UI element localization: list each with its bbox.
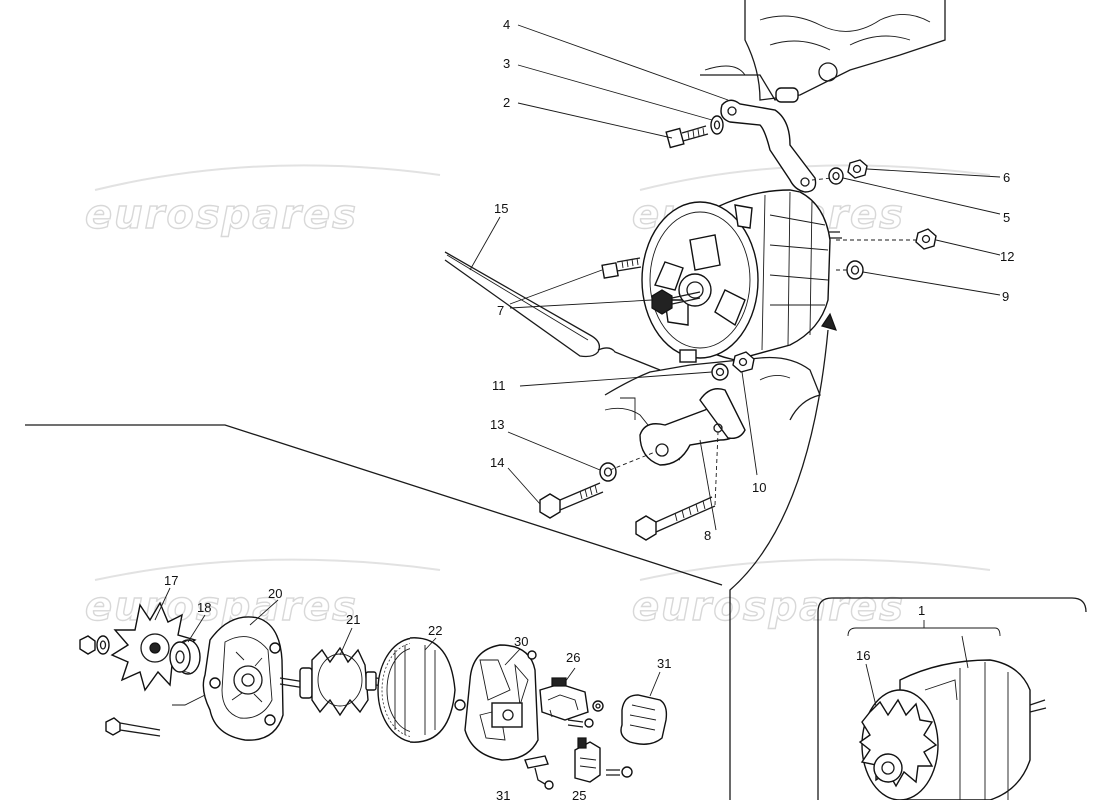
watermark-group: eurospares eurospares eurospares eurospa… bbox=[84, 164, 991, 631]
cover-part-31 bbox=[620, 694, 668, 745]
washer-part-5 bbox=[828, 167, 844, 185]
small-screws bbox=[592, 700, 633, 778]
callout-8: 8 bbox=[704, 528, 711, 543]
brush-holder-part-25 bbox=[574, 737, 601, 783]
clip-part-21-bottom bbox=[524, 755, 554, 790]
housing-part-20 bbox=[202, 616, 284, 741]
assembly-arrow bbox=[25, 312, 837, 800]
callout-9: 9 bbox=[1002, 289, 1009, 304]
washer-part-3 bbox=[710, 115, 724, 135]
leader-lines-upper bbox=[469, 24, 1001, 531]
callout-11: 11 bbox=[492, 378, 506, 393]
callout-21: 21 bbox=[346, 612, 360, 627]
callout-7: 7 bbox=[497, 303, 504, 318]
nut-part-6 bbox=[847, 159, 868, 179]
callout-3: 3 bbox=[503, 56, 510, 71]
stator-part-22 bbox=[377, 637, 456, 743]
callout-18: 18 bbox=[197, 600, 211, 615]
watermark-top-left: eurospares bbox=[85, 192, 358, 238]
bolt-part-8 bbox=[635, 496, 716, 541]
regulator-part-26 bbox=[539, 677, 594, 728]
fan-part-17 bbox=[110, 601, 197, 692]
nut-part-10 bbox=[732, 351, 755, 373]
callout-31: 31 bbox=[657, 656, 671, 671]
long-through-bolt bbox=[105, 694, 206, 737]
alternator-main bbox=[641, 189, 842, 363]
callout-2: 2 bbox=[503, 95, 510, 110]
callout-12: 12 bbox=[1000, 249, 1014, 264]
callout-22: 22 bbox=[428, 623, 442, 638]
bracket-part-4 bbox=[720, 99, 817, 193]
washer-part-13 bbox=[599, 462, 617, 482]
callout-13: 13 bbox=[490, 417, 504, 432]
callout-25: 25 bbox=[572, 788, 586, 800]
callout-6: 6 bbox=[1003, 170, 1010, 185]
callout-16: 16 bbox=[856, 648, 870, 663]
callout-1: 1 bbox=[918, 603, 925, 618]
rotor-part-21 bbox=[279, 646, 385, 717]
callout-labels: 1 2 3 4 5 6 7 8 9 10 11 12 13 14 15 16 1… bbox=[164, 17, 1014, 800]
spacer-part-18 bbox=[169, 639, 201, 675]
callout-30: 30 bbox=[514, 634, 528, 649]
watermark-bottom-right: eurospares bbox=[632, 584, 905, 630]
watermark-bottom-left: eurospares bbox=[85, 584, 358, 630]
callout-17: 17 bbox=[164, 573, 178, 588]
callout-15: 15 bbox=[494, 201, 508, 216]
callout-4: 4 bbox=[503, 17, 510, 32]
engine-mount-lower bbox=[604, 356, 821, 466]
callout-14: 14 bbox=[490, 455, 504, 470]
nut-part-12 bbox=[915, 228, 937, 250]
bolt-part-14 bbox=[539, 482, 604, 519]
washer-part-11 bbox=[711, 363, 729, 381]
washer-part-9 bbox=[846, 260, 864, 280]
bolt-part-7 bbox=[601, 257, 642, 279]
leader-lines-lower bbox=[154, 587, 661, 697]
rear-housing-part-30 bbox=[454, 644, 539, 761]
bolt-part-2 bbox=[665, 125, 709, 149]
callout-26: 26 bbox=[566, 650, 580, 665]
small-nut-washer-left bbox=[79, 635, 110, 655]
inset-assembled-view bbox=[817, 597, 1087, 800]
callout-31-bottom: 31 bbox=[496, 788, 510, 800]
engine-block-top bbox=[700, 0, 946, 103]
callout-20: 20 bbox=[268, 586, 282, 601]
callout-5: 5 bbox=[1003, 210, 1010, 225]
callout-10: 10 bbox=[752, 480, 766, 495]
